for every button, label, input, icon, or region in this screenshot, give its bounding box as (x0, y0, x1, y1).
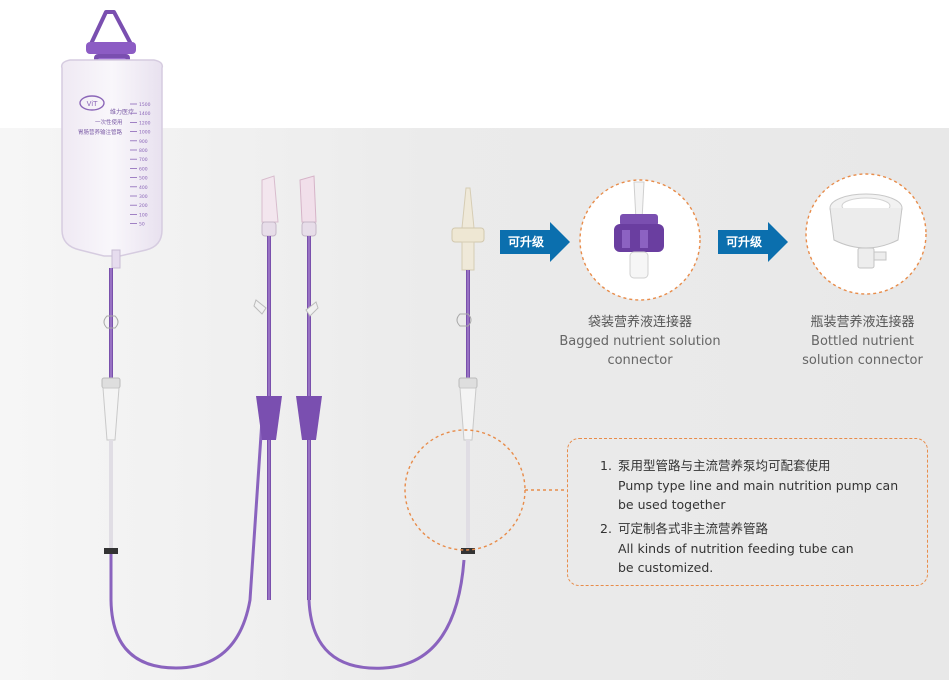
feature-en-1: All kinds of nutrition feeding tube can (618, 540, 854, 556)
upgrade-arrow-2: 可升级 (718, 222, 788, 262)
feature-number: 1. (600, 458, 612, 473)
feature-item-2: 2. 可定制各式非主流营养管路 All kinds of nutrition f… (600, 519, 854, 578)
feature-en-1: Pump type line and main nutrition pump c… (618, 477, 899, 493)
bag-line2: 胃肠营养输注管路 (78, 128, 123, 136)
feature-box: 1. 泵用型管路与主流营养泵均可配套使用 Pump type line and … (567, 438, 928, 586)
bottled-connector-en-2: solution connector (802, 353, 923, 368)
bottled-connector-image (805, 173, 927, 295)
scale-label: 900 (139, 139, 148, 145)
scale-label: 1000 (139, 130, 151, 136)
scale-label: 100 (139, 212, 148, 218)
feeding-bag-set: ViT 维力医疗 一次性使用 胃肠营养输注管路 1500 1400 1200 1000… (60, 10, 264, 670)
upgrade-label-1: 可升级 (500, 230, 552, 254)
scale-label: 50 (139, 222, 145, 228)
arrow-head-icon (550, 222, 570, 262)
feature-en-2: be used together (618, 497, 726, 512)
bottled-connector-zh: 瓶装营养液连接器 (810, 315, 915, 330)
scale-label: 1400 (139, 111, 151, 117)
bag-brand: 维力医疗 (110, 108, 134, 116)
scale-label: 200 (139, 203, 148, 209)
upgrade-arrow-1: 可升级 (500, 222, 570, 262)
arrow-head-icon (768, 222, 788, 262)
upgrade-label-2: 可升级 (718, 230, 770, 254)
bagged-connector-image (579, 179, 701, 301)
bagged-connector-en-2: connector (607, 353, 673, 368)
scale-label: 800 (139, 148, 148, 154)
scale-label: 600 (139, 166, 148, 172)
scale-label: 1200 (139, 120, 151, 126)
bottle-spike-line (451, 187, 485, 554)
feature-number: 2. (600, 521, 612, 536)
bag-volume-scale: 1500 1400 1200 1000 900 800 700 600 500 400 300 200… (130, 102, 151, 228)
bagged-connector-caption: 袋装营养液连接器 Bagged nutrient solution connec… (545, 313, 735, 370)
bottled-connector-caption: 瓶装营养液连接器 Bottled nutrient solution conne… (780, 313, 945, 370)
feature-en-2: be customized. (618, 560, 714, 575)
feature-zh: 泵用型管路与主流营养泵均可配套使用 (618, 458, 831, 473)
scale-label: 300 (139, 194, 148, 200)
feature-item-1: 1. 泵用型管路与主流营养泵均可配套使用 Pump type line and … (600, 456, 898, 515)
highlight-circle (404, 429, 526, 551)
pump-line-set (253, 175, 466, 670)
scale-label: 400 (139, 185, 148, 191)
bottled-connector-en-1: Bottled nutrient (811, 334, 914, 349)
scale-label: 500 (139, 176, 148, 182)
bagged-connector-zh: 袋装营养液连接器 (587, 315, 692, 330)
feature-zh: 可定制各式非主流营养管路 (618, 521, 769, 536)
scale-label: 700 (139, 157, 148, 163)
svg-text:ViT: ViT (87, 100, 99, 108)
bag-line1: 一次性使用 (95, 118, 123, 126)
bagged-connector-en-1: Bagged nutrient solution (559, 334, 721, 349)
scale-label: 1500 (139, 102, 151, 108)
